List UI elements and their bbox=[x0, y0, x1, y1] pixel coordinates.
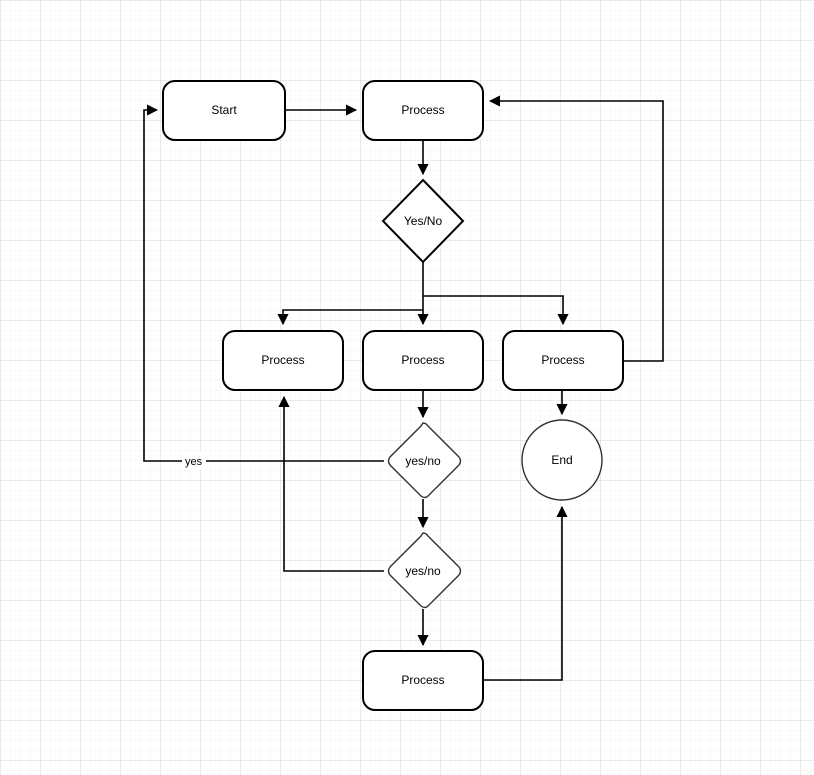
edge-decision-b-to-process-left[interactable] bbox=[278, 395, 384, 572]
node-decision-a[interactable]: yes/no bbox=[387, 422, 462, 499]
node-decision-a-label: yes/no bbox=[405, 454, 441, 468]
node-decision-b[interactable]: yes/no bbox=[387, 532, 462, 609]
node-process-bottom-label: Process bbox=[401, 673, 444, 687]
node-process-bottom[interactable]: Process bbox=[362, 650, 484, 711]
node-start[interactable]: Start bbox=[162, 80, 286, 141]
node-process-bottom-shape bbox=[362, 650, 484, 711]
node-process-top[interactable]: Process bbox=[362, 80, 484, 141]
edge-label-yes: yes bbox=[182, 452, 206, 469]
node-decision-b-label: yes/no bbox=[405, 564, 441, 578]
node-start-label: Start bbox=[211, 103, 237, 117]
node-process-right[interactable]: Process bbox=[502, 330, 624, 391]
edge-label-yes-backdrop bbox=[182, 452, 206, 469]
edge-process-bottom-to-end[interactable] bbox=[483, 505, 568, 681]
node-decision-top[interactable]: Yes/No bbox=[381, 178, 465, 264]
node-process-mid-label: Process bbox=[401, 353, 444, 367]
edge-decision-to-process-left[interactable] bbox=[277, 309, 423, 326]
node-process-right-label: Process bbox=[541, 353, 584, 367]
node-decision-a-shape bbox=[387, 422, 462, 499]
node-process-mid[interactable]: Process bbox=[362, 330, 484, 391]
node-decision-top-label: Yes/No bbox=[404, 214, 443, 228]
node-end-shape bbox=[521, 419, 603, 501]
node-process-left-shape bbox=[222, 330, 344, 391]
node-end[interactable]: End bbox=[521, 419, 603, 501]
edge-process-right-loopback[interactable] bbox=[488, 95, 664, 362]
node-process-top-label: Process bbox=[401, 103, 444, 117]
node-decision-b-shape bbox=[387, 532, 462, 609]
node-process-top-shape bbox=[362, 80, 484, 141]
node-process-mid-shape bbox=[362, 330, 484, 391]
node-start-shape bbox=[162, 80, 286, 141]
edge-decision-a-yes-to-start[interactable] bbox=[143, 104, 384, 462]
node-process-left-label: Process bbox=[261, 353, 304, 367]
node-decision-top-shape bbox=[381, 178, 465, 264]
node-end-label: End bbox=[551, 453, 572, 467]
node-process-right-shape bbox=[502, 330, 624, 391]
node-process-left[interactable]: Process bbox=[222, 330, 344, 391]
edge-label-yes-text: yes bbox=[185, 456, 203, 468]
edge-decision-to-process-right[interactable] bbox=[423, 295, 569, 326]
